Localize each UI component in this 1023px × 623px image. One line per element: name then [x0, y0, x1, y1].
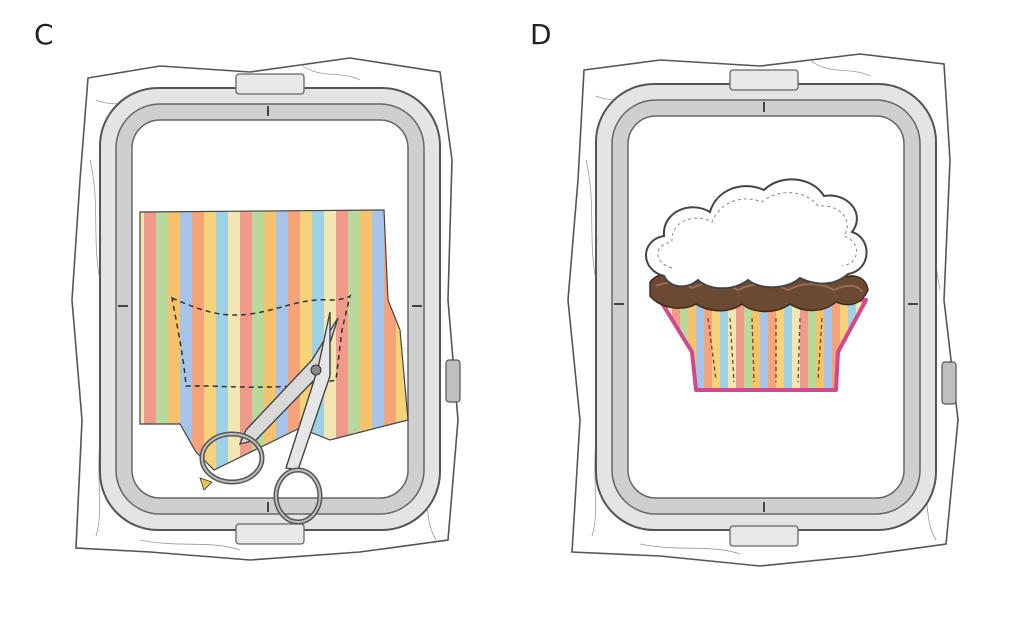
striped-fabric-c — [139, 209, 409, 471]
cupcake-frosting — [645, 178, 868, 290]
panel-label-c: C — [34, 18, 54, 51]
panel-c — [71, 57, 461, 561]
panel-d — [567, 53, 959, 567]
alignment-marks-c — [118, 106, 422, 512]
stitch-line-c — [171, 294, 352, 388]
panel-label-d: D — [530, 18, 552, 51]
hoop-screw-d — [941, 361, 957, 405]
cupcake-liner — [658, 298, 868, 392]
hoop-clamp-top-c — [235, 73, 305, 95]
liner-stitching — [707, 317, 823, 383]
scissors-icon — [199, 311, 339, 525]
hoop-clamp-bottom-d — [729, 525, 799, 547]
frosting-stitching — [657, 192, 857, 269]
cupcake-icon — [645, 178, 869, 392]
hoop-screw-c — [445, 359, 461, 403]
alignment-marks-d — [614, 102, 918, 512]
hoop-clamp-bottom-c — [235, 523, 305, 545]
hoop-clamp-top-d — [729, 69, 799, 91]
